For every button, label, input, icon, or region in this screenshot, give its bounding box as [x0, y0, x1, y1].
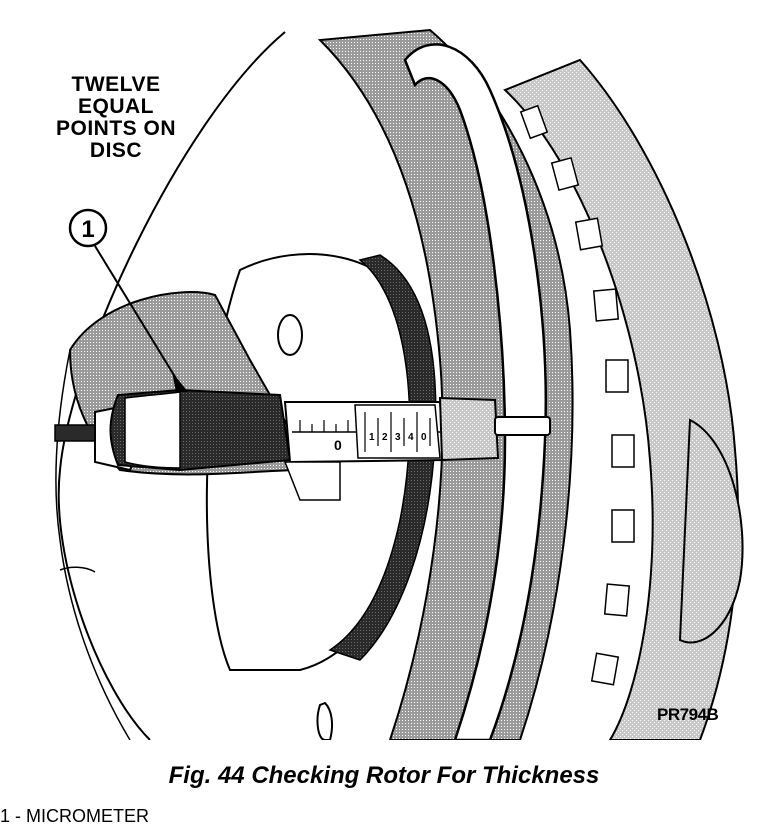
thimble-mark-3: 3 — [395, 432, 401, 443]
note-line-4: DISC — [89, 139, 143, 162]
micrometer: 0 1 2 3 4 0 — [54, 388, 551, 501]
sleeve-zero-label: 0 — [334, 437, 342, 453]
callout-marker-number: 1 — [81, 216, 94, 243]
callout-leader-line — [94, 245, 181, 386]
micrometer-thimble-highlight — [124, 391, 181, 469]
disc-outer-edge — [57, 31, 286, 740]
micrometer-spindle-body — [438, 396, 500, 462]
thimble-mark-0: 0 — [421, 432, 427, 443]
legend-number: 1 — [0, 806, 11, 826]
legend-text: MICROMETER — [26, 806, 150, 826]
part-code: PR794B — [657, 705, 719, 724]
bracket-notch — [59, 566, 96, 573]
rotor-micrometer-illustration: 0 1 2 3 4 0 1 — [54, 28, 744, 740]
sleeve-ticks — [299, 420, 349, 432]
thimble-scale-ring — [354, 404, 441, 459]
thimble-mark-1: 1 — [369, 432, 375, 443]
callout-marker-circle — [68, 208, 108, 248]
rotor-vent-slots — [519, 104, 635, 686]
hub-lower-slot — [316, 701, 334, 740]
note-line-2: EQUAL — [78, 95, 154, 118]
micrometer-left-rod — [54, 424, 101, 442]
thimble-mark-2: 2 — [382, 432, 388, 443]
caliper-bracket-face — [55, 349, 131, 740]
figure-caption: Fig. 44 Checking Rotor For Thickness — [168, 762, 600, 789]
thimble-mark-4: 4 — [408, 432, 414, 443]
micrometer-spindle-tip — [494, 416, 551, 436]
hub-lug-hole — [277, 314, 303, 356]
note-line-3: POINTS ON — [55, 117, 176, 140]
note-line-1: TWELVE — [71, 73, 161, 96]
legend-item: 1 - MICROMETER — [0, 806, 149, 827]
hub-bump — [678, 418, 744, 644]
callout-arrowhead — [172, 372, 188, 392]
micrometer-frame — [283, 461, 341, 501]
legend-separator: - — [10, 806, 27, 826]
rotor-outer-rim — [503, 58, 740, 740]
rotor-hat-band — [403, 43, 548, 740]
thimble-scale-ticks — [364, 412, 431, 452]
twelve-points-note: TWELVE EQUAL POINTS ON DISC — [46, 74, 186, 162]
